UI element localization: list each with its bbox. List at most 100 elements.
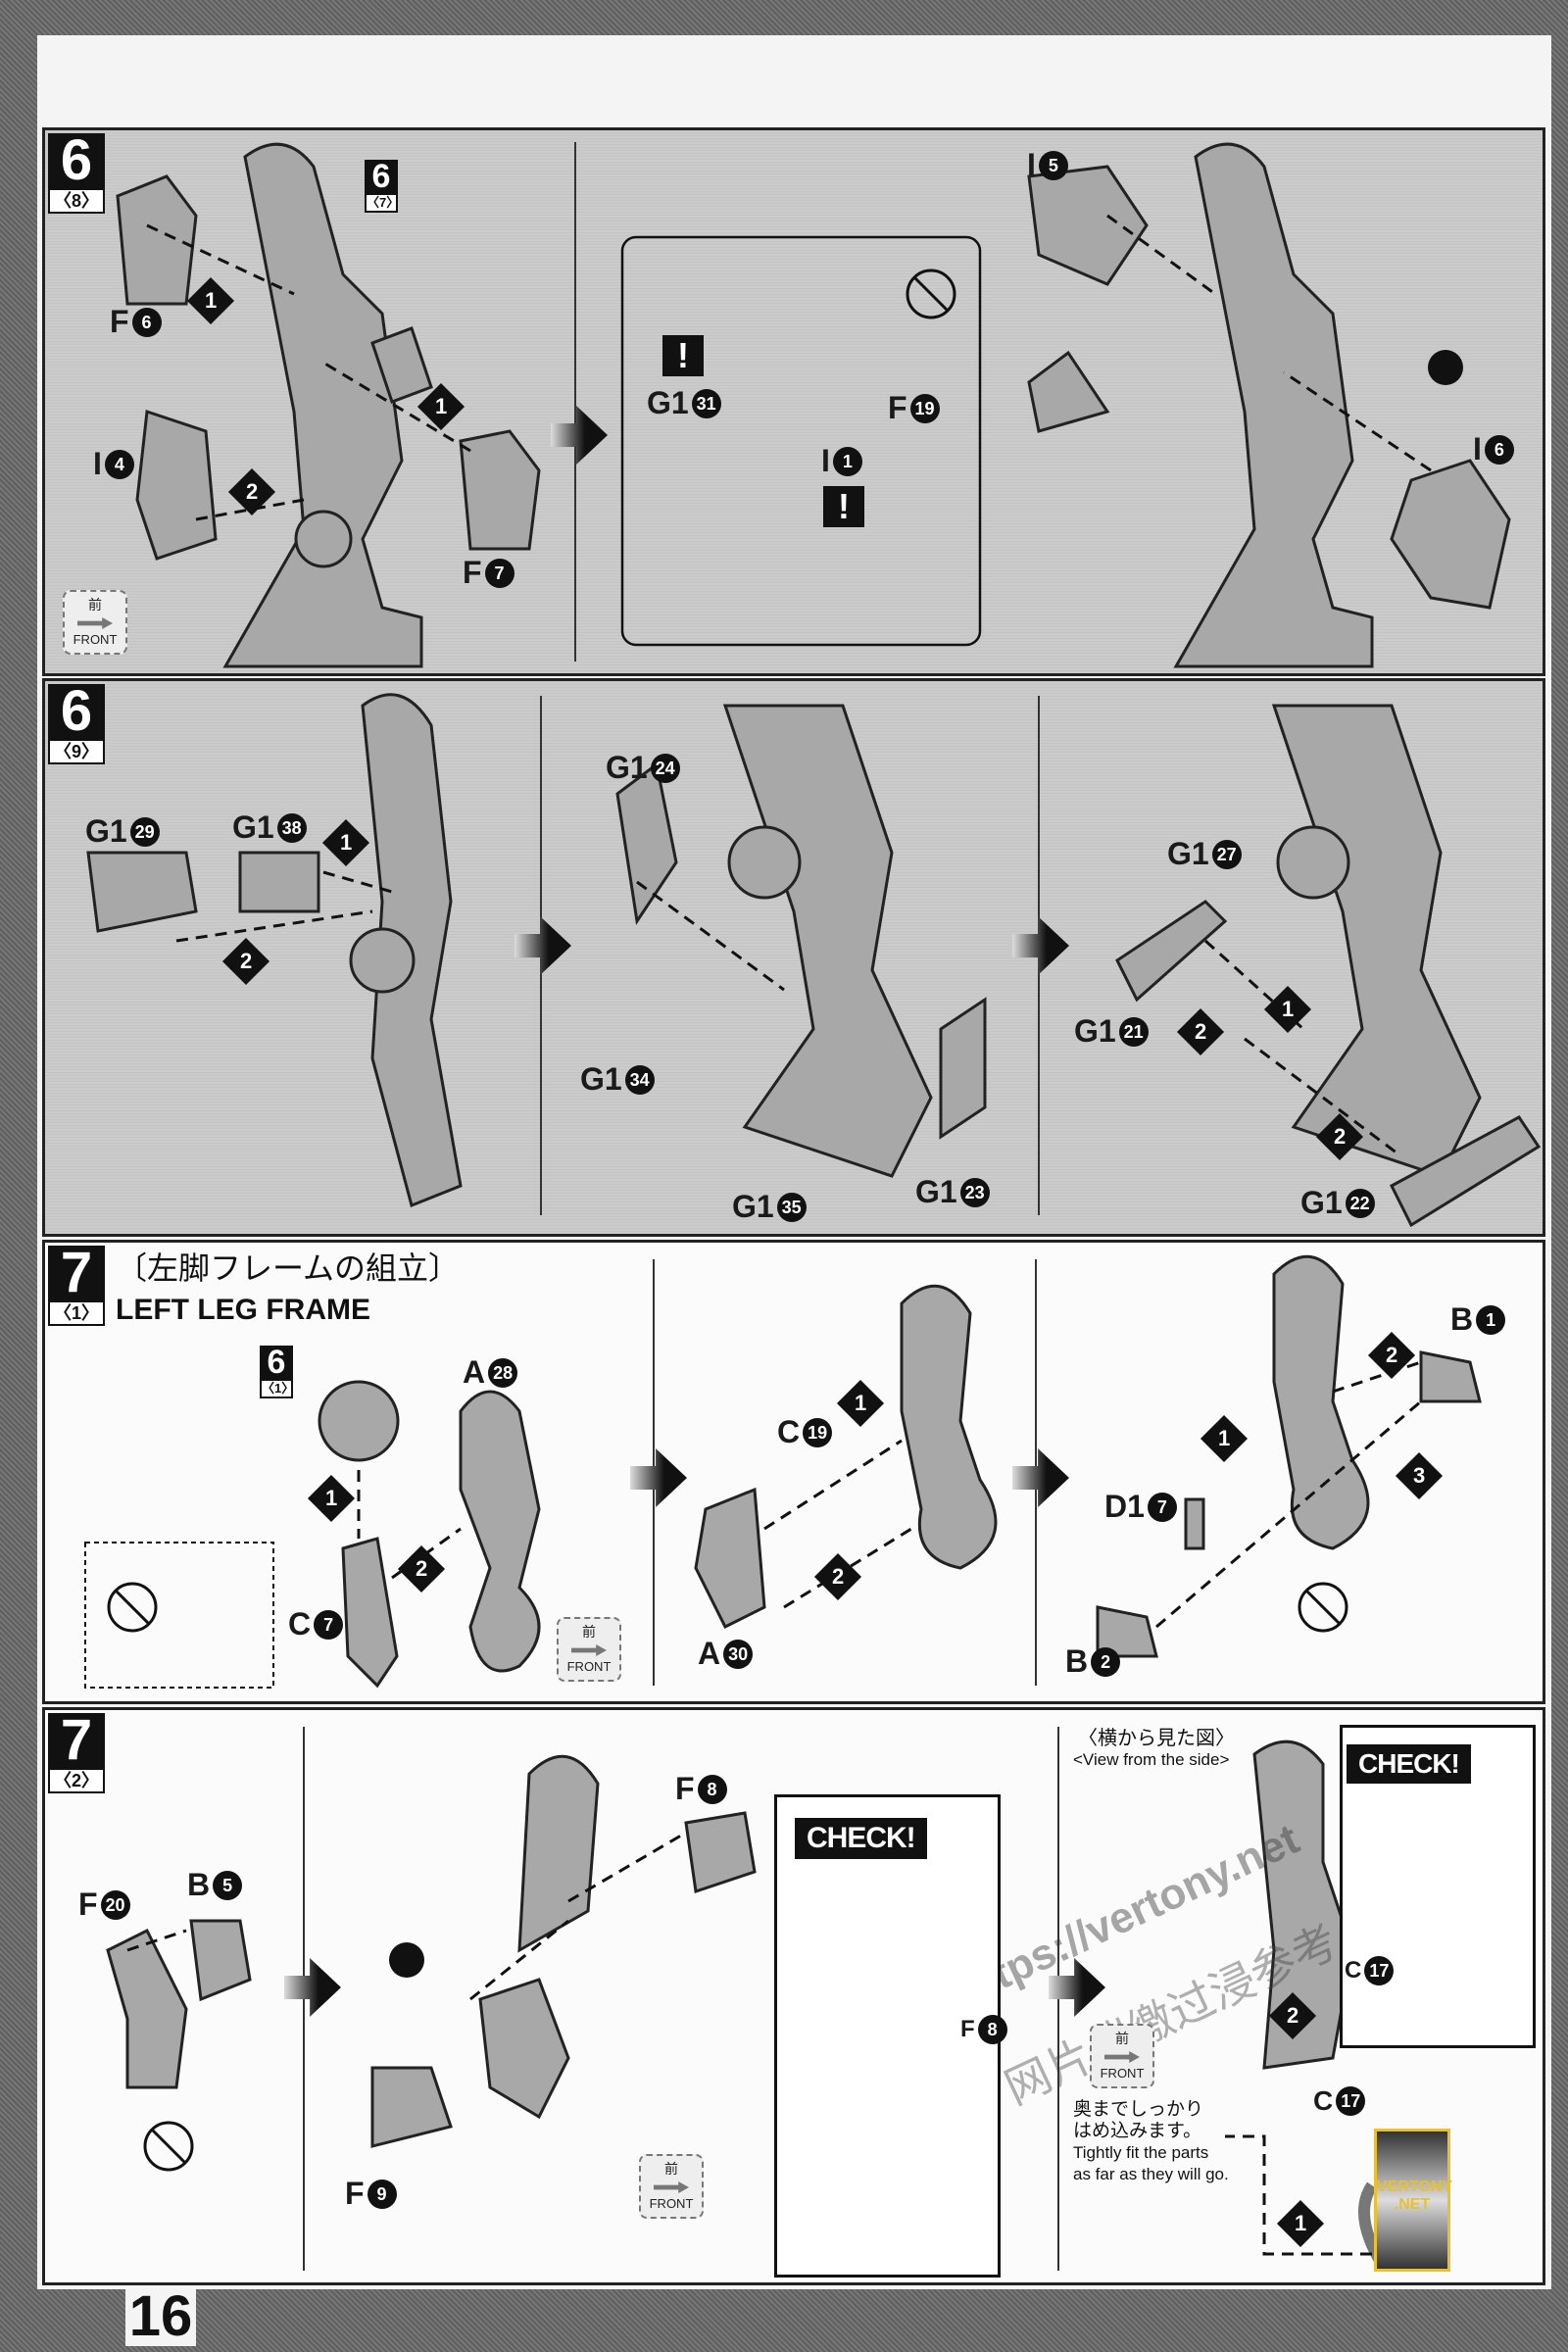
thruster-2 — [349, 927, 416, 994]
label-text: 27 — [1211, 839, 1242, 869]
label-text: F — [110, 304, 129, 339]
step-sub: 〈1〉 — [48, 1300, 105, 1326]
label-text: 6 — [267, 1344, 286, 1381]
label-text: A — [698, 1636, 721, 1671]
label-text: 6 — [371, 158, 391, 195]
label-text: G1 — [580, 1061, 622, 1097]
label-text: G1 — [1300, 1185, 1343, 1220]
label-text: D1 — [1104, 1489, 1145, 1524]
label-text: FRONT — [566, 1659, 612, 1674]
label-text: F — [888, 390, 907, 425]
label-text: 1 — [1281, 997, 1295, 1021]
part-i6 — [1390, 459, 1511, 610]
note-en-2: as far as they will go. — [1073, 2165, 1229, 2183]
leg-assembly-4 — [722, 704, 933, 1178]
check-label: CHECK! — [795, 1818, 927, 1859]
label-text: FRONT — [649, 2196, 694, 2211]
label-text: G1 — [1074, 1013, 1116, 1049]
black-circle-icon — [1428, 350, 1463, 385]
caution-icon: ! — [662, 335, 704, 376]
prohibited-icon — [107, 269, 1348, 2172]
label-text: 2 — [831, 1564, 845, 1589]
label-text: 2 — [1286, 2003, 1299, 2028]
label-text: 4 — [104, 449, 134, 479]
label-text: G1 — [606, 750, 648, 785]
part-knee — [478, 1978, 570, 2120]
label-text: 前 — [664, 2161, 678, 2177]
label-text: 2 — [1333, 1124, 1347, 1149]
label-text: 7 — [1147, 1492, 1177, 1522]
ball-joint — [318, 1380, 400, 1462]
step-badge: 6〈8〉 — [48, 132, 105, 214]
part-b2 — [1096, 1605, 1158, 1658]
label-text: 1 — [832, 446, 862, 476]
note-en-1: Tightly fit the parts — [1073, 2143, 1209, 2162]
part-g1-22 — [1390, 1115, 1542, 1228]
part-b5 — [189, 1919, 252, 2002]
label-text: G1 — [85, 813, 127, 849]
step-sub: 〈9〉 — [48, 739, 105, 764]
label-text: F — [78, 1886, 98, 1922]
thruster-3 — [727, 825, 802, 900]
label-text: G1 — [232, 809, 274, 845]
part-c7 — [341, 1537, 399, 1689]
note-jp-2: はめ込みます。 — [1073, 2121, 1202, 2141]
logo-text: .NET — [1394, 2196, 1431, 2213]
label-text: 8 — [977, 2015, 1007, 2044]
label-text: F — [675, 1771, 695, 1806]
part-f9 — [370, 2066, 453, 2148]
step-number: 7 — [60, 1241, 93, 1304]
label-text: B — [1065, 1643, 1089, 1679]
part-g1-24 — [615, 761, 678, 926]
vertony-logo: VERTONY.NET — [1374, 2129, 1452, 2272]
label-text: 20 — [100, 1889, 130, 1920]
label-text: G1 — [647, 385, 689, 420]
part-f8 — [684, 1811, 757, 1893]
label-text: 6 — [1484, 434, 1514, 465]
label-text: 7 — [314, 1609, 344, 1640]
step-reference: 6〈1〉 — [260, 1344, 294, 1398]
section-title-jp: 〔左脚フレームの組立〕 — [116, 1250, 461, 1286]
step-badge: 6〈9〉 — [48, 683, 105, 764]
part-d1-7 — [1184, 1497, 1205, 1550]
label-text: A — [463, 1354, 486, 1390]
label-text: 19 — [909, 393, 940, 423]
label-text: 〈1〉 — [260, 1379, 294, 1398]
label-text: 1 — [1476, 1304, 1506, 1335]
part-a30 — [694, 1487, 766, 1630]
label-text: FRONT — [1100, 2066, 1145, 2081]
side-view-title-jp: 〈横から見た図〉 — [1078, 1728, 1235, 1749]
label-text: 1 — [1217, 1426, 1231, 1450]
label-text: C — [777, 1414, 801, 1449]
label-text: 23 — [959, 1177, 990, 1207]
label-text: 〈7〉 — [365, 193, 399, 213]
part-g1-21 — [1115, 900, 1228, 1003]
part-b1 — [1419, 1350, 1482, 1403]
label-text: G1 — [915, 1174, 957, 1209]
label-text: 3 — [1412, 1463, 1426, 1488]
label-text: F — [463, 555, 482, 590]
leg-assembly-2 — [1173, 142, 1374, 668]
assembly-arrows — [126, 214, 1432, 2256]
label-text: 28 — [488, 1357, 518, 1388]
parts-art — [86, 142, 1542, 2268]
label-text: 2 — [415, 1556, 428, 1581]
divider — [574, 142, 576, 662]
